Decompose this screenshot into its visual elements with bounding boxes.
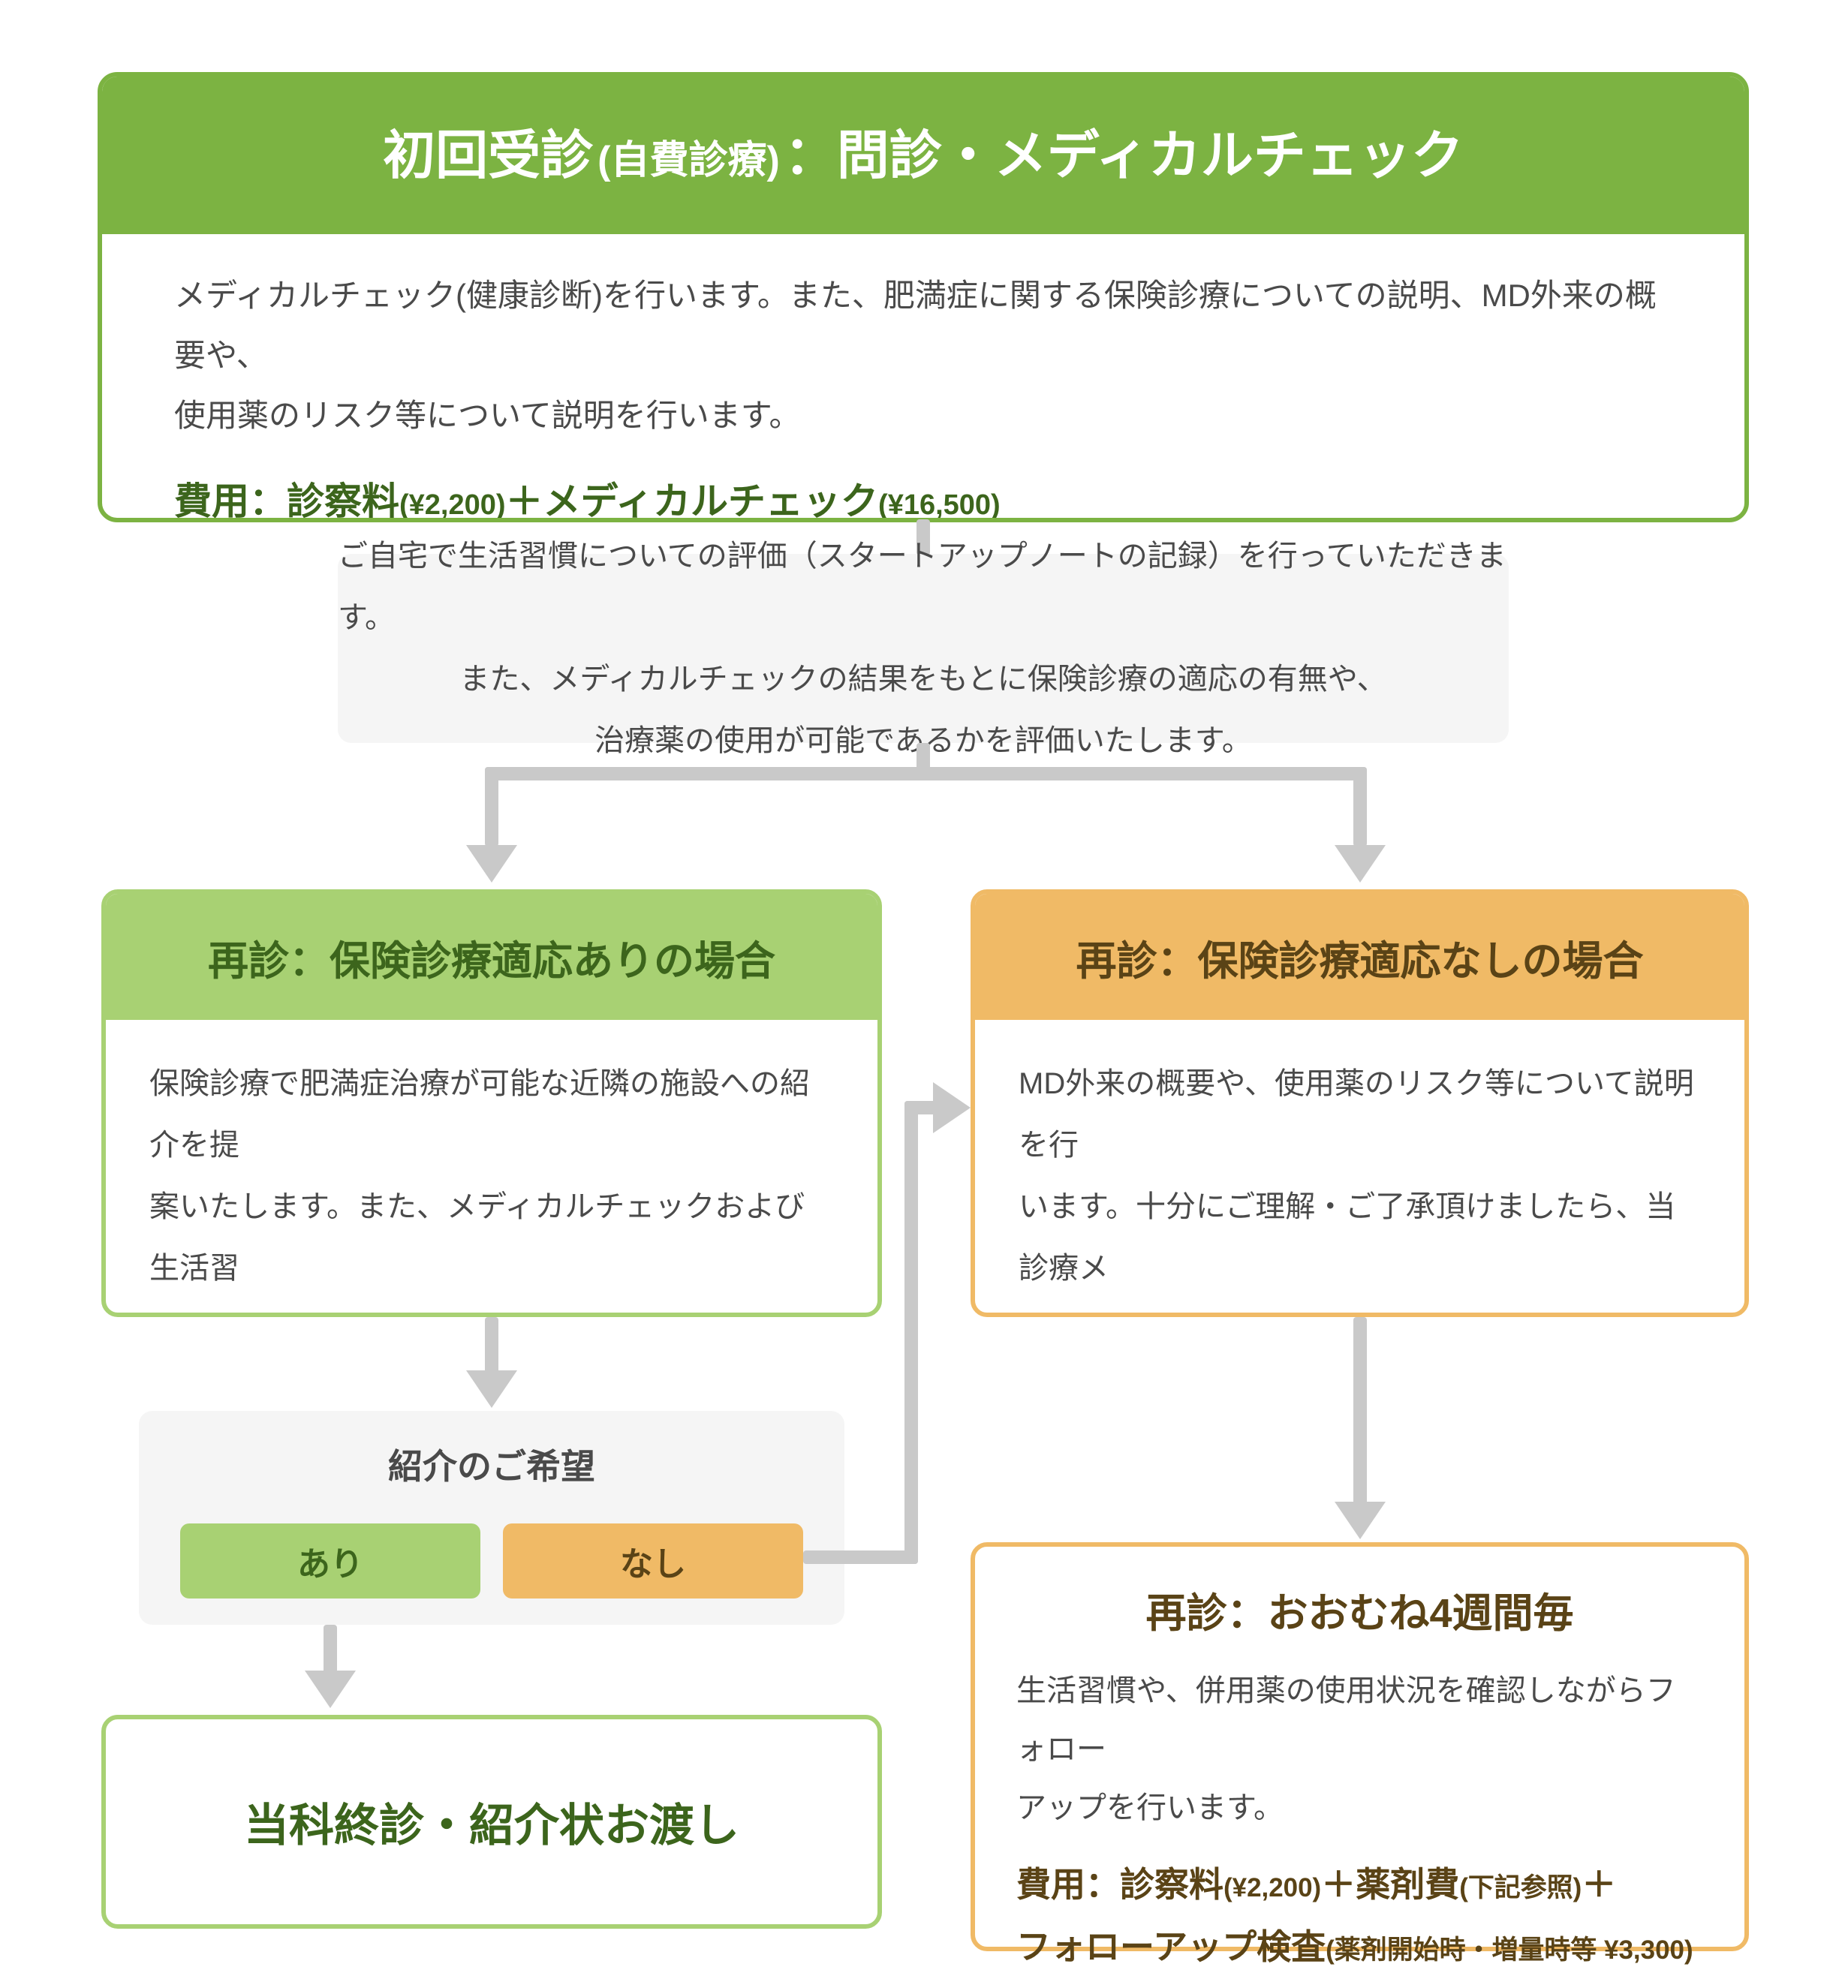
followup-body: 生活習慣や、併用薬の使用状況を確認しながらフォロー アップを行います。 [1016, 1662, 1703, 1837]
cost-plus: ＋メディカルチェック [505, 480, 879, 522]
arrowhead-referral [466, 1370, 517, 1408]
initial-visit-title-small: (自費診療) [597, 139, 780, 182]
followup-line-1: 生活習慣や、併用薬の使用状況を確認しながらフォロー [1016, 1674, 1676, 1766]
insurance-applicable-header: 再診：保険診療適応ありの場合 [106, 894, 877, 1020]
arrowhead-left-branch [466, 845, 517, 883]
followup-line-2: アップを行います。 [1016, 1791, 1284, 1824]
arrowhead-final-referral [305, 1671, 356, 1708]
insurance-applicable-box: 再診：保険診療適応ありの場合 保険診療で肥満症治療が可能な近隣の施設への紹介を提… [101, 889, 882, 1317]
arrowhead-followup [1335, 1502, 1386, 1539]
initial-visit-title-rest: ：問診・メディカルチェック [784, 126, 1464, 185]
connector-yes-down [324, 1625, 337, 1674]
cost-amount-2: (下記参照) [1459, 1873, 1582, 1902]
initial-visit-cost: 費用：診察料(¥2,200)＋メディカルチェック(¥16,500) [174, 471, 1672, 522]
insurance-applicable-body: 保険診療で肥満症治療が可能な近隣の施設への紹介を提 案いたします。また、メディカ… [106, 1020, 877, 1313]
followup-title: 再診：おおむね4週間毎 [1145, 1591, 1574, 1636]
cost-label: 費用：診察料 [1016, 1865, 1223, 1904]
insurance-not-applicable-title: 再診：保険診療適応なしの場合 [1076, 938, 1644, 984]
connector-left-drop [485, 767, 498, 847]
referral-wish-panel: 紹介のご希望 あり なし [139, 1411, 844, 1625]
note-line-1: ご自宅で生活習慣についての評価（スタートアップノートの記録）を行っていただきます… [338, 540, 1506, 634]
initial-visit-text-line-1: メディカルチェック(健康診断)を行います。また、肥満症に関する保険診療についての… [174, 278, 1657, 373]
final-referral-box: 当科終診・紹介状お渡し [101, 1715, 882, 1929]
cost-amount-2: (¥16,500) [878, 489, 1001, 521]
insurance-applicable-line-3: 慣記録をもとにダイエットのアドバイスを行います。 [149, 1299, 834, 1313]
connector-no-vertical [904, 1101, 918, 1564]
cost-amount-1: (¥2,200) [1223, 1873, 1322, 1902]
cost-amount-3: (薬剤開始時・増量時等 ¥3,300) [1326, 1935, 1693, 1965]
arrowhead-right-branch [1335, 845, 1386, 883]
insurance-applicable-line-1: 保険診療で肥満症治療が可能な近隣の施設への紹介を提 [149, 1067, 810, 1162]
initial-visit-text-line-2: 使用薬のリスク等について説明を行います。 [174, 398, 801, 433]
cost-plus-1: ＋薬剤費 [1321, 1865, 1460, 1904]
initial-visit-body: メディカルチェック(健康診断)を行います。また、肥満症に関する保険診療についての… [102, 234, 1744, 522]
followup-cost: 費用：診察料(¥2,200)＋薬剤費(下記参照)＋ フォローアップ検査(薬剤開始… [1016, 1855, 1703, 1980]
followup-box: 再診：おおむね4週間毎 生活習慣や、併用薬の使用状況を確認しながらフォロー アッ… [971, 1542, 1749, 1966]
referral-yes-option: あり [180, 1523, 480, 1599]
insurance-not-applicable-line-3: ニューを開始します。 [1019, 1299, 1701, 1313]
note-line-2: また、メディカルチェックの結果をもとに保険診療の適応の有無や、 [459, 663, 1387, 696]
cost-label: 費用：診察料 [174, 480, 399, 522]
initial-visit-header: 初回受診 (自費診療) ：問診・メディカルチェック [102, 77, 1744, 234]
insurance-applicable-title: 再診：保険診療適応ありの場合 [208, 938, 775, 984]
referral-no-label: なし [620, 1546, 686, 1583]
cost-label-2: フォローアップ検査 [1016, 1927, 1326, 1966]
connector-top-to-note [916, 519, 930, 555]
connector-no-stub [904, 1101, 938, 1114]
connector-leftbox-to-referral [485, 1317, 498, 1373]
referral-yes-label: あり [297, 1546, 363, 1583]
insurance-applicable-line-2: 案いたします。また、メディカルチェックおよび生活習 [149, 1190, 805, 1285]
initial-visit-box: 初回受診 (自費診療) ：問診・メディカルチェック メディカルチェック(健康診断… [98, 72, 1749, 522]
insurance-not-applicable-header: 再診：保険診療適応なしの場合 [975, 894, 1744, 1020]
insurance-not-applicable-body: MD外来の概要や、使用薬のリスク等について説明を行 います。十分にご理解・ご了承… [975, 1020, 1744, 1313]
insurance-not-applicable-box: 再診：保険診療適応なしの場合 MD外来の概要や、使用薬のリスク等について説明を行… [971, 889, 1749, 1317]
followup-cost-line-1: 費用：診察料(¥2,200)＋薬剤費(下記参照)＋ [1016, 1855, 1703, 1917]
insurance-not-applicable-line-2: います。十分にご理解・ご了承頂けましたら、当診療メ [1019, 1190, 1676, 1285]
connector-no-horizontal [803, 1550, 918, 1564]
followup-cost-line-2: フォローアップ検査(薬剤開始時・増量時等 ¥3,300) [1016, 1917, 1703, 1980]
home-evaluation-note: ご自宅で生活習慣についての評価（スタートアップノートの記録）を行っていただきます… [338, 540, 1509, 757]
initial-visit-title-main: 初回受診 [383, 126, 594, 185]
connector-split-horizontal [485, 767, 1367, 780]
connector-rightbox-to-followup [1353, 1317, 1367, 1506]
cost-plus-2: ＋ [1582, 1865, 1617, 1904]
insurance-not-applicable-line-1: MD外来の概要や、使用薬のリスク等について説明を行 [1019, 1067, 1694, 1162]
connector-right-drop [1353, 767, 1367, 847]
final-referral-title: 当科終診・紹介状お渡し [244, 1800, 739, 1851]
referral-wish-title: 紹介のご希望 [388, 1447, 595, 1486]
referral-no-option: なし [503, 1523, 803, 1599]
arrowhead-no-to-rightbox [933, 1082, 971, 1133]
cost-amount-1: (¥2,200) [399, 489, 506, 521]
